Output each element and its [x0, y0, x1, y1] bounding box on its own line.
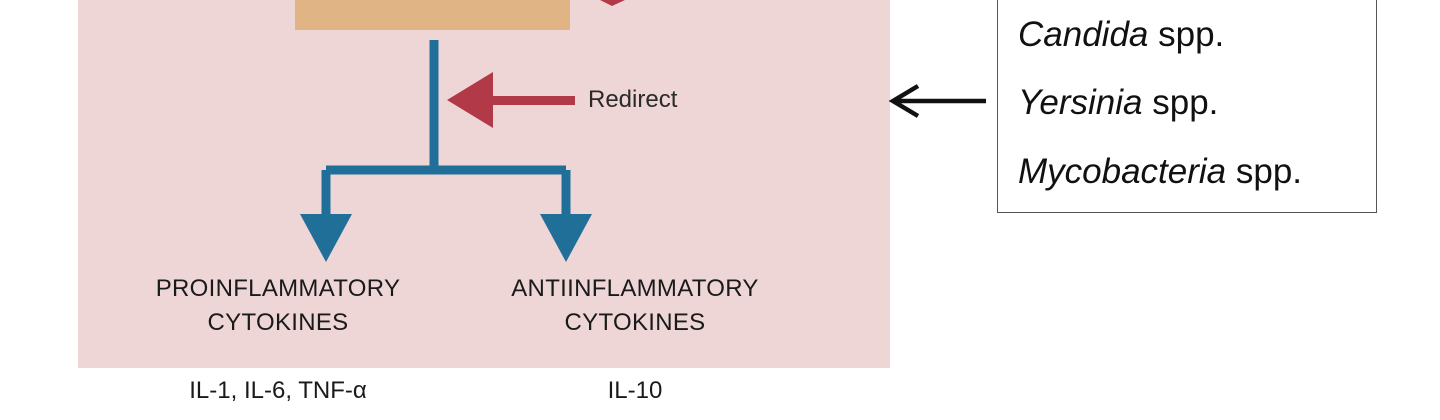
pathogen-suffix: spp. [1226, 152, 1303, 191]
pathogen-item: Yersinia spp. [1018, 83, 1218, 123]
pathogen-genus: Yersinia [1018, 83, 1143, 122]
proinflammatory-label: PROINFLAMMATORY CYTOKINES [118, 272, 438, 340]
pathogen-suffix: spp. [1148, 15, 1225, 54]
pathway-branch [321, 40, 571, 216]
top-box [295, 0, 570, 30]
antiinflammatory-label: ANTIINFLAMMATORY CYTOKINES [475, 272, 795, 340]
antiinflammatory-examples: IL-10 [607, 377, 663, 404]
proinflammatory-arrowhead-icon [300, 214, 352, 262]
pathogen-genus: Candida [1018, 15, 1149, 54]
proinflammatory-line1: PROINFLAMMATORY [155, 275, 401, 302]
cell-panel [78, 0, 890, 368]
pathogen-pointer-icon [888, 84, 920, 118]
pathogen-suffix: spp. [1142, 83, 1219, 122]
pathogen-list-box: Candida spp. Yersinia spp. Mycobacteria … [997, 0, 1377, 213]
pathogen-genus: Mycobacteria [1018, 152, 1227, 191]
antiinflammatory-line1: ANTIINFLAMMATORY [511, 275, 759, 302]
proinflammatory-examples: IL-1, IL-6, TNF-α [189, 377, 367, 404]
antiinflammatory-line2: CYTOKINES [564, 309, 706, 336]
redirect-arrow-shaft [487, 96, 575, 105]
partial-red-arrow-icon [600, 0, 625, 6]
redirect-arrow-icon [447, 72, 493, 128]
antiinflammatory-arrowhead-icon [540, 214, 592, 262]
pathogen-item: Mycobacteria spp. [1018, 152, 1302, 192]
proinflammatory-line2: CYTOKINES [207, 309, 349, 336]
redirect-label: Redirect [588, 86, 678, 113]
pathogen-item: Candida spp. [1018, 15, 1224, 55]
